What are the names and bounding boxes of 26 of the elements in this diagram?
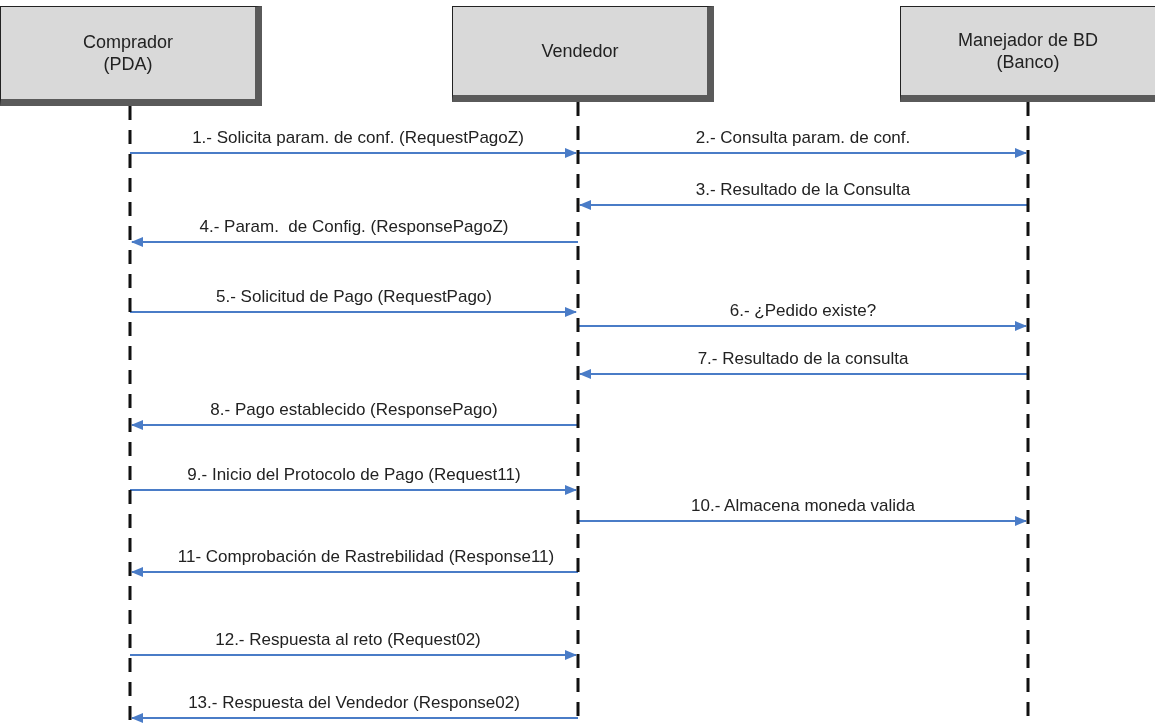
edge-label: 4.- Param. de Config. (ResponsePagoZ) xyxy=(198,217,510,237)
arrow xyxy=(577,321,1027,331)
arrow xyxy=(129,148,577,158)
edge-label: 13.- Respuesta del Vendedor (Response02) xyxy=(187,693,521,713)
participant-name: Manejador de BD (Banco) xyxy=(956,29,1100,73)
edge-label: 11- Comprobación de Rastrebilidad (Response11) xyxy=(176,547,556,567)
participant-name: Comprador (PDA) xyxy=(81,31,174,75)
arrow xyxy=(129,307,577,317)
edge-label: 2.- Consulta param. de conf. xyxy=(694,128,912,148)
arrow xyxy=(131,420,579,430)
arrow xyxy=(131,237,579,247)
arrow xyxy=(131,567,579,577)
edge-label: 12.- Respuesta al reto (Request02) xyxy=(214,630,482,650)
edge-label: 6.- ¿Pedido existe? xyxy=(728,301,878,321)
arrow xyxy=(579,200,1029,210)
arrow xyxy=(577,516,1027,526)
arrow xyxy=(577,148,1027,158)
arrow xyxy=(579,369,1029,379)
edge-label: 9.- Inicio del Protocolo de Pago (Request11) xyxy=(186,465,522,485)
edge-label: 1.- Solicita param. de conf. (RequestPagoZ) xyxy=(191,128,525,148)
arrow xyxy=(129,650,577,660)
edge-label: 8.- Pago establecido (ResponsePago) xyxy=(209,400,499,420)
arrow xyxy=(129,485,577,495)
arrow xyxy=(131,713,579,723)
participant-name: Vendedor xyxy=(541,40,619,62)
edge-label: 5.- Solicitud de Pago (RequestPago) xyxy=(215,287,493,307)
